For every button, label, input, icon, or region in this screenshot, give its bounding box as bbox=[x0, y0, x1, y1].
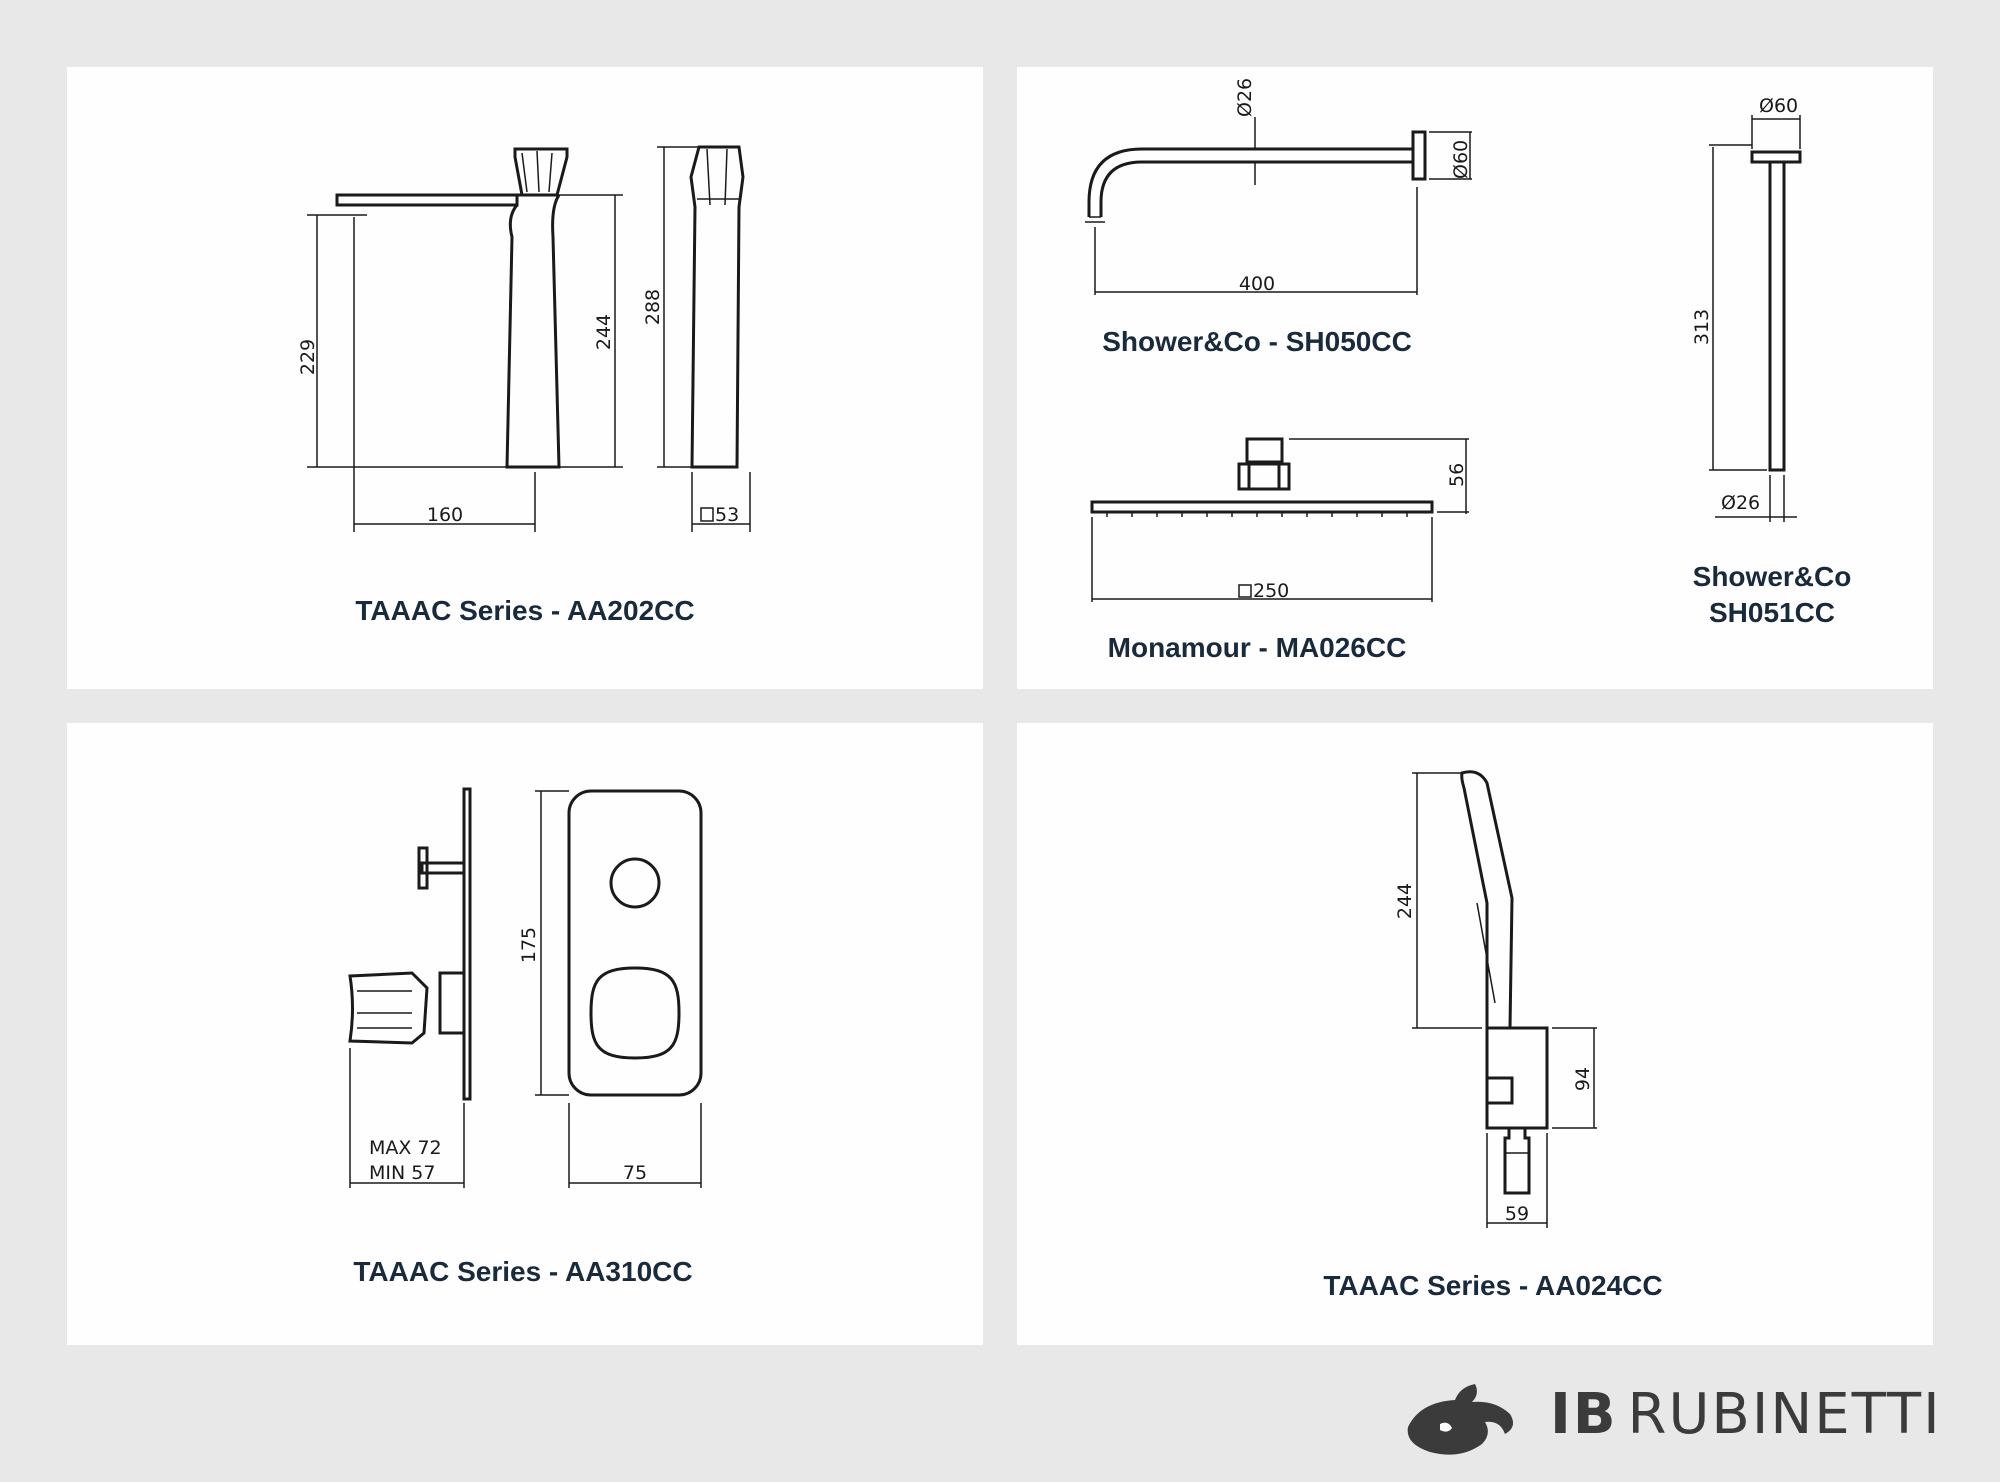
caption-sh050cc: Shower&Co - SH050CC bbox=[1102, 326, 1412, 357]
caption-sh051cc-line1: Shower&Co bbox=[1692, 561, 1852, 592]
dim-width-75: 75 bbox=[623, 1162, 647, 1184]
dim-square-53: 53 bbox=[715, 504, 739, 526]
dim-arm-length: 400 bbox=[1239, 273, 1275, 295]
dim-head-square: 250 bbox=[1253, 580, 1289, 602]
dim-bracket-width: 59 bbox=[1505, 1203, 1529, 1225]
caption-aa310cc: TAAAC Series - AA310CC bbox=[353, 1256, 693, 1287]
square-symbol-head bbox=[1238, 584, 1252, 598]
caption-sh051cc-line2: SH051CC bbox=[1708, 597, 1836, 628]
dim-flange-diameter: Ø60 bbox=[1450, 140, 1472, 179]
square-symbol bbox=[700, 507, 714, 522]
dim-handle-height: 244 bbox=[1394, 883, 1416, 919]
dim-height-244: 244 bbox=[593, 314, 615, 350]
dim-height-175: 175 bbox=[518, 927, 540, 963]
dim-head-height: 56 bbox=[1446, 463, 1468, 487]
concealed-mixer-drawing: 175 MAX 72 MIN 57 75 bbox=[348, 787, 703, 1188]
panel-aa310cc: 175 MAX 72 MIN 57 75 TAAAC Series - AA31… bbox=[67, 723, 983, 1345]
dim-height-288: 288 bbox=[642, 289, 664, 325]
dim-ceiling-length: 313 bbox=[1691, 309, 1713, 345]
brand-prefix: IB bbox=[1550, 1382, 1618, 1447]
dim-depth-min: MIN 57 bbox=[369, 1162, 435, 1184]
brand-name: RUBINETTI bbox=[1627, 1382, 1942, 1447]
dim-ceiling-flange: Ø60 bbox=[1759, 95, 1798, 117]
dim-width-160: 160 bbox=[427, 504, 463, 526]
basin-mixer-drawing: 229 244 288 160 53 bbox=[297, 145, 751, 532]
hand-shower-drawing: 244 94 59 bbox=[1394, 770, 1597, 1228]
panel-shower-components: Ø26 Ø60 400 56 250 Ø60 313 Ø26 Shower&Co… bbox=[1017, 67, 1933, 689]
panel-aa024cc: 244 94 59 TAAAC Series - AA024CC bbox=[1017, 723, 1933, 1345]
dim-ceiling-pipe: Ø26 bbox=[1721, 492, 1760, 514]
dim-arm-diameter: Ø26 bbox=[1234, 78, 1256, 117]
caption-aa202cc: TAAAC Series - AA202CC bbox=[355, 595, 695, 626]
dim-depth-max: MAX 72 bbox=[369, 1137, 442, 1159]
shower-components-drawing: Ø26 Ø60 400 56 250 Ø60 313 Ø26 bbox=[1085, 78, 1802, 602]
caption-aa024cc: TAAAC Series - AA024CC bbox=[1323, 1270, 1663, 1301]
caption-ma026cc: Monamour - MA026CC bbox=[1107, 632, 1407, 663]
panel-aa202cc: 229 244 288 160 53 TAAAC Series - AA202C… bbox=[67, 67, 983, 689]
dim-bracket-height: 94 bbox=[1572, 1067, 1594, 1091]
dim-height-229: 229 bbox=[297, 339, 319, 375]
brand-splash-icon bbox=[1407, 1384, 1514, 1455]
